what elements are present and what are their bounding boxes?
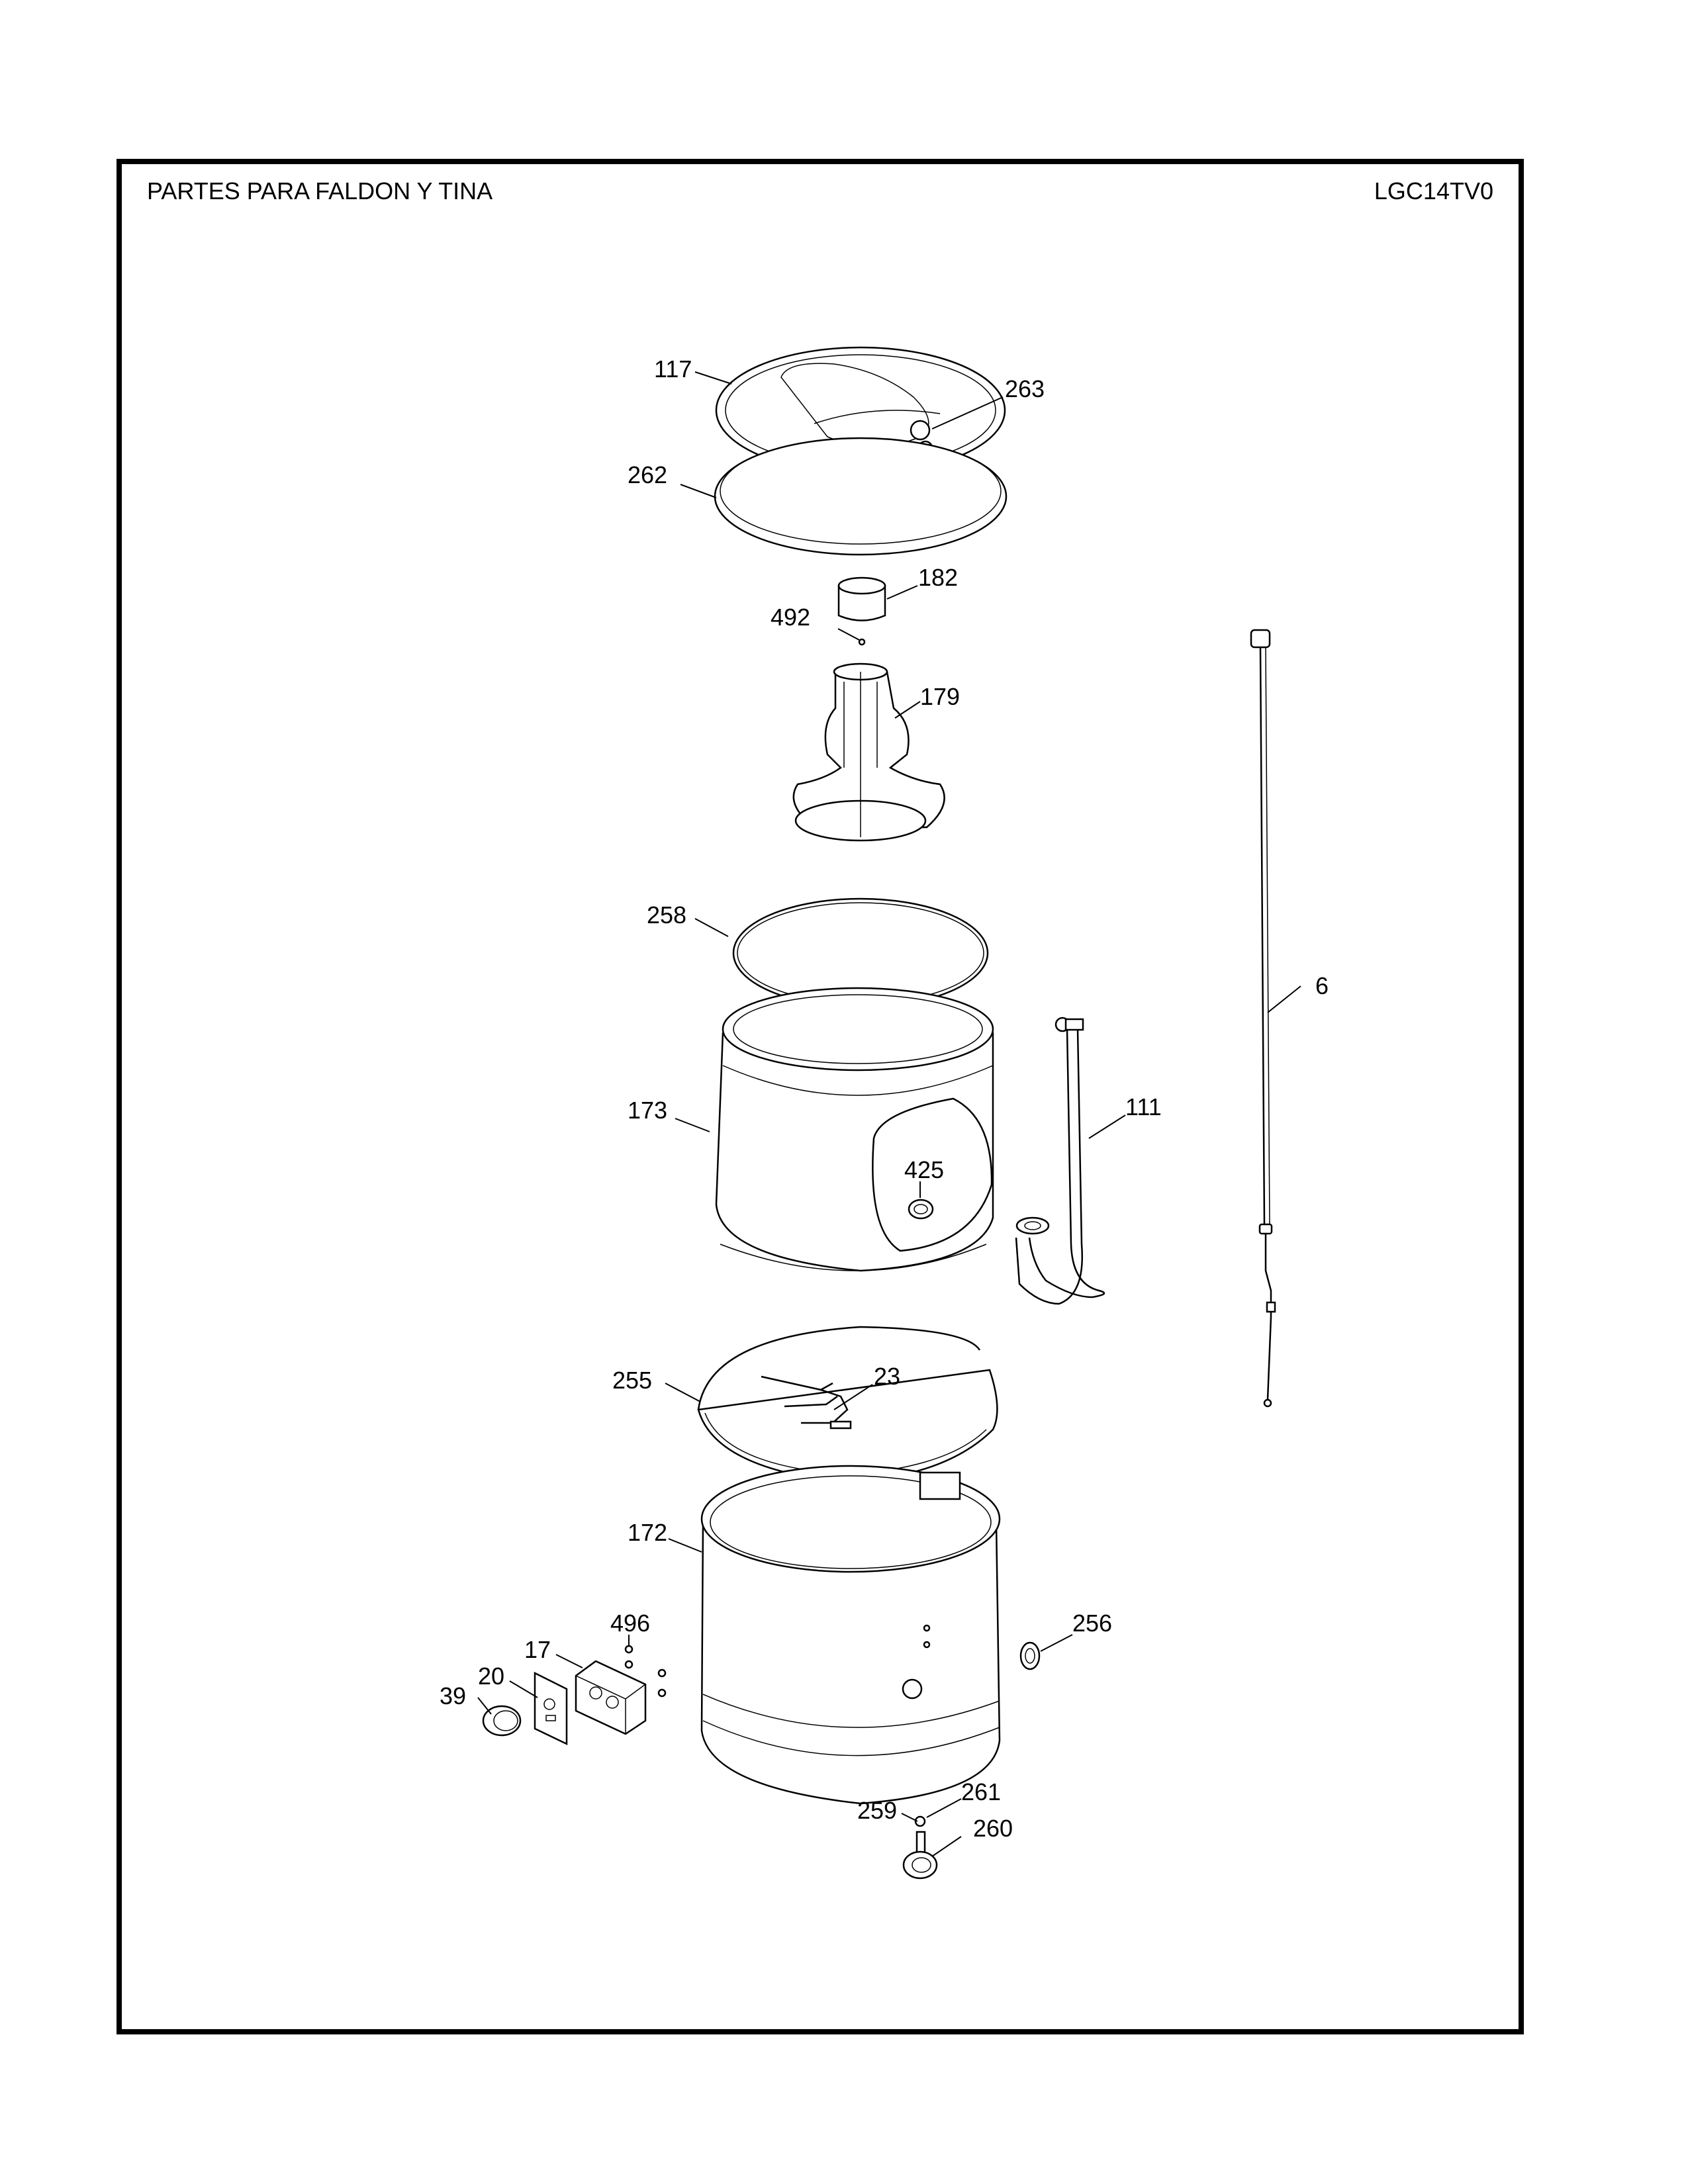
drain-valve [902,1815,938,1880]
knob [482,1705,522,1737]
callout-172: 172 [628,1519,667,1546]
callout-111: 111 [1125,1093,1162,1120]
callout-173: 173 [628,1097,667,1124]
diagram-frame [117,159,1524,2034]
callout-23: 23 [874,1363,900,1390]
callout-255: 255 [612,1367,652,1394]
drain-hose [1015,1017,1105,1305]
callout-258: 258 [647,901,686,929]
callout-20: 20 [478,1662,504,1690]
model-number: LGC14TV0 [1374,177,1493,205]
outer-tub [700,1465,1001,1805]
callout-259: 259 [857,1797,897,1824]
tub-cover-ring [697,1326,998,1484]
agitator [792,662,945,842]
callout-492: 492 [771,604,810,631]
callout-labels: 117 263 262 182 492 179 6 258 173 111 42… [440,355,1329,1842]
control-box [575,1660,647,1735]
wash-basket [715,987,994,1272]
callout-39: 39 [440,1682,466,1709]
callout-496: 496 [610,1610,650,1637]
wire-harness [761,1375,852,1430]
callout-262: 262 [628,461,667,488]
callout-263: 263 [1005,375,1045,402]
lid-seal-ring [714,437,1008,556]
callout-6: 6 [1315,972,1329,999]
control-plate [534,1671,568,1745]
callout-425: 425 [904,1156,944,1183]
callout-179: 179 [920,683,960,710]
leader-lines [477,371,1301,1857]
callout-182: 182 [918,564,958,591]
callout-17: 17 [524,1636,551,1663]
pressure-tube-rod [1250,629,1276,1408]
callout-261: 261 [961,1778,1001,1805]
grommet [1019,1641,1041,1670]
callout-260: 260 [973,1815,1013,1842]
diagram-title: PARTES PARA FALDON Y TINA [147,177,493,205]
callout-256: 256 [1072,1610,1112,1637]
agitator-cap [837,576,886,621]
callout-117: 117 [654,355,692,383]
